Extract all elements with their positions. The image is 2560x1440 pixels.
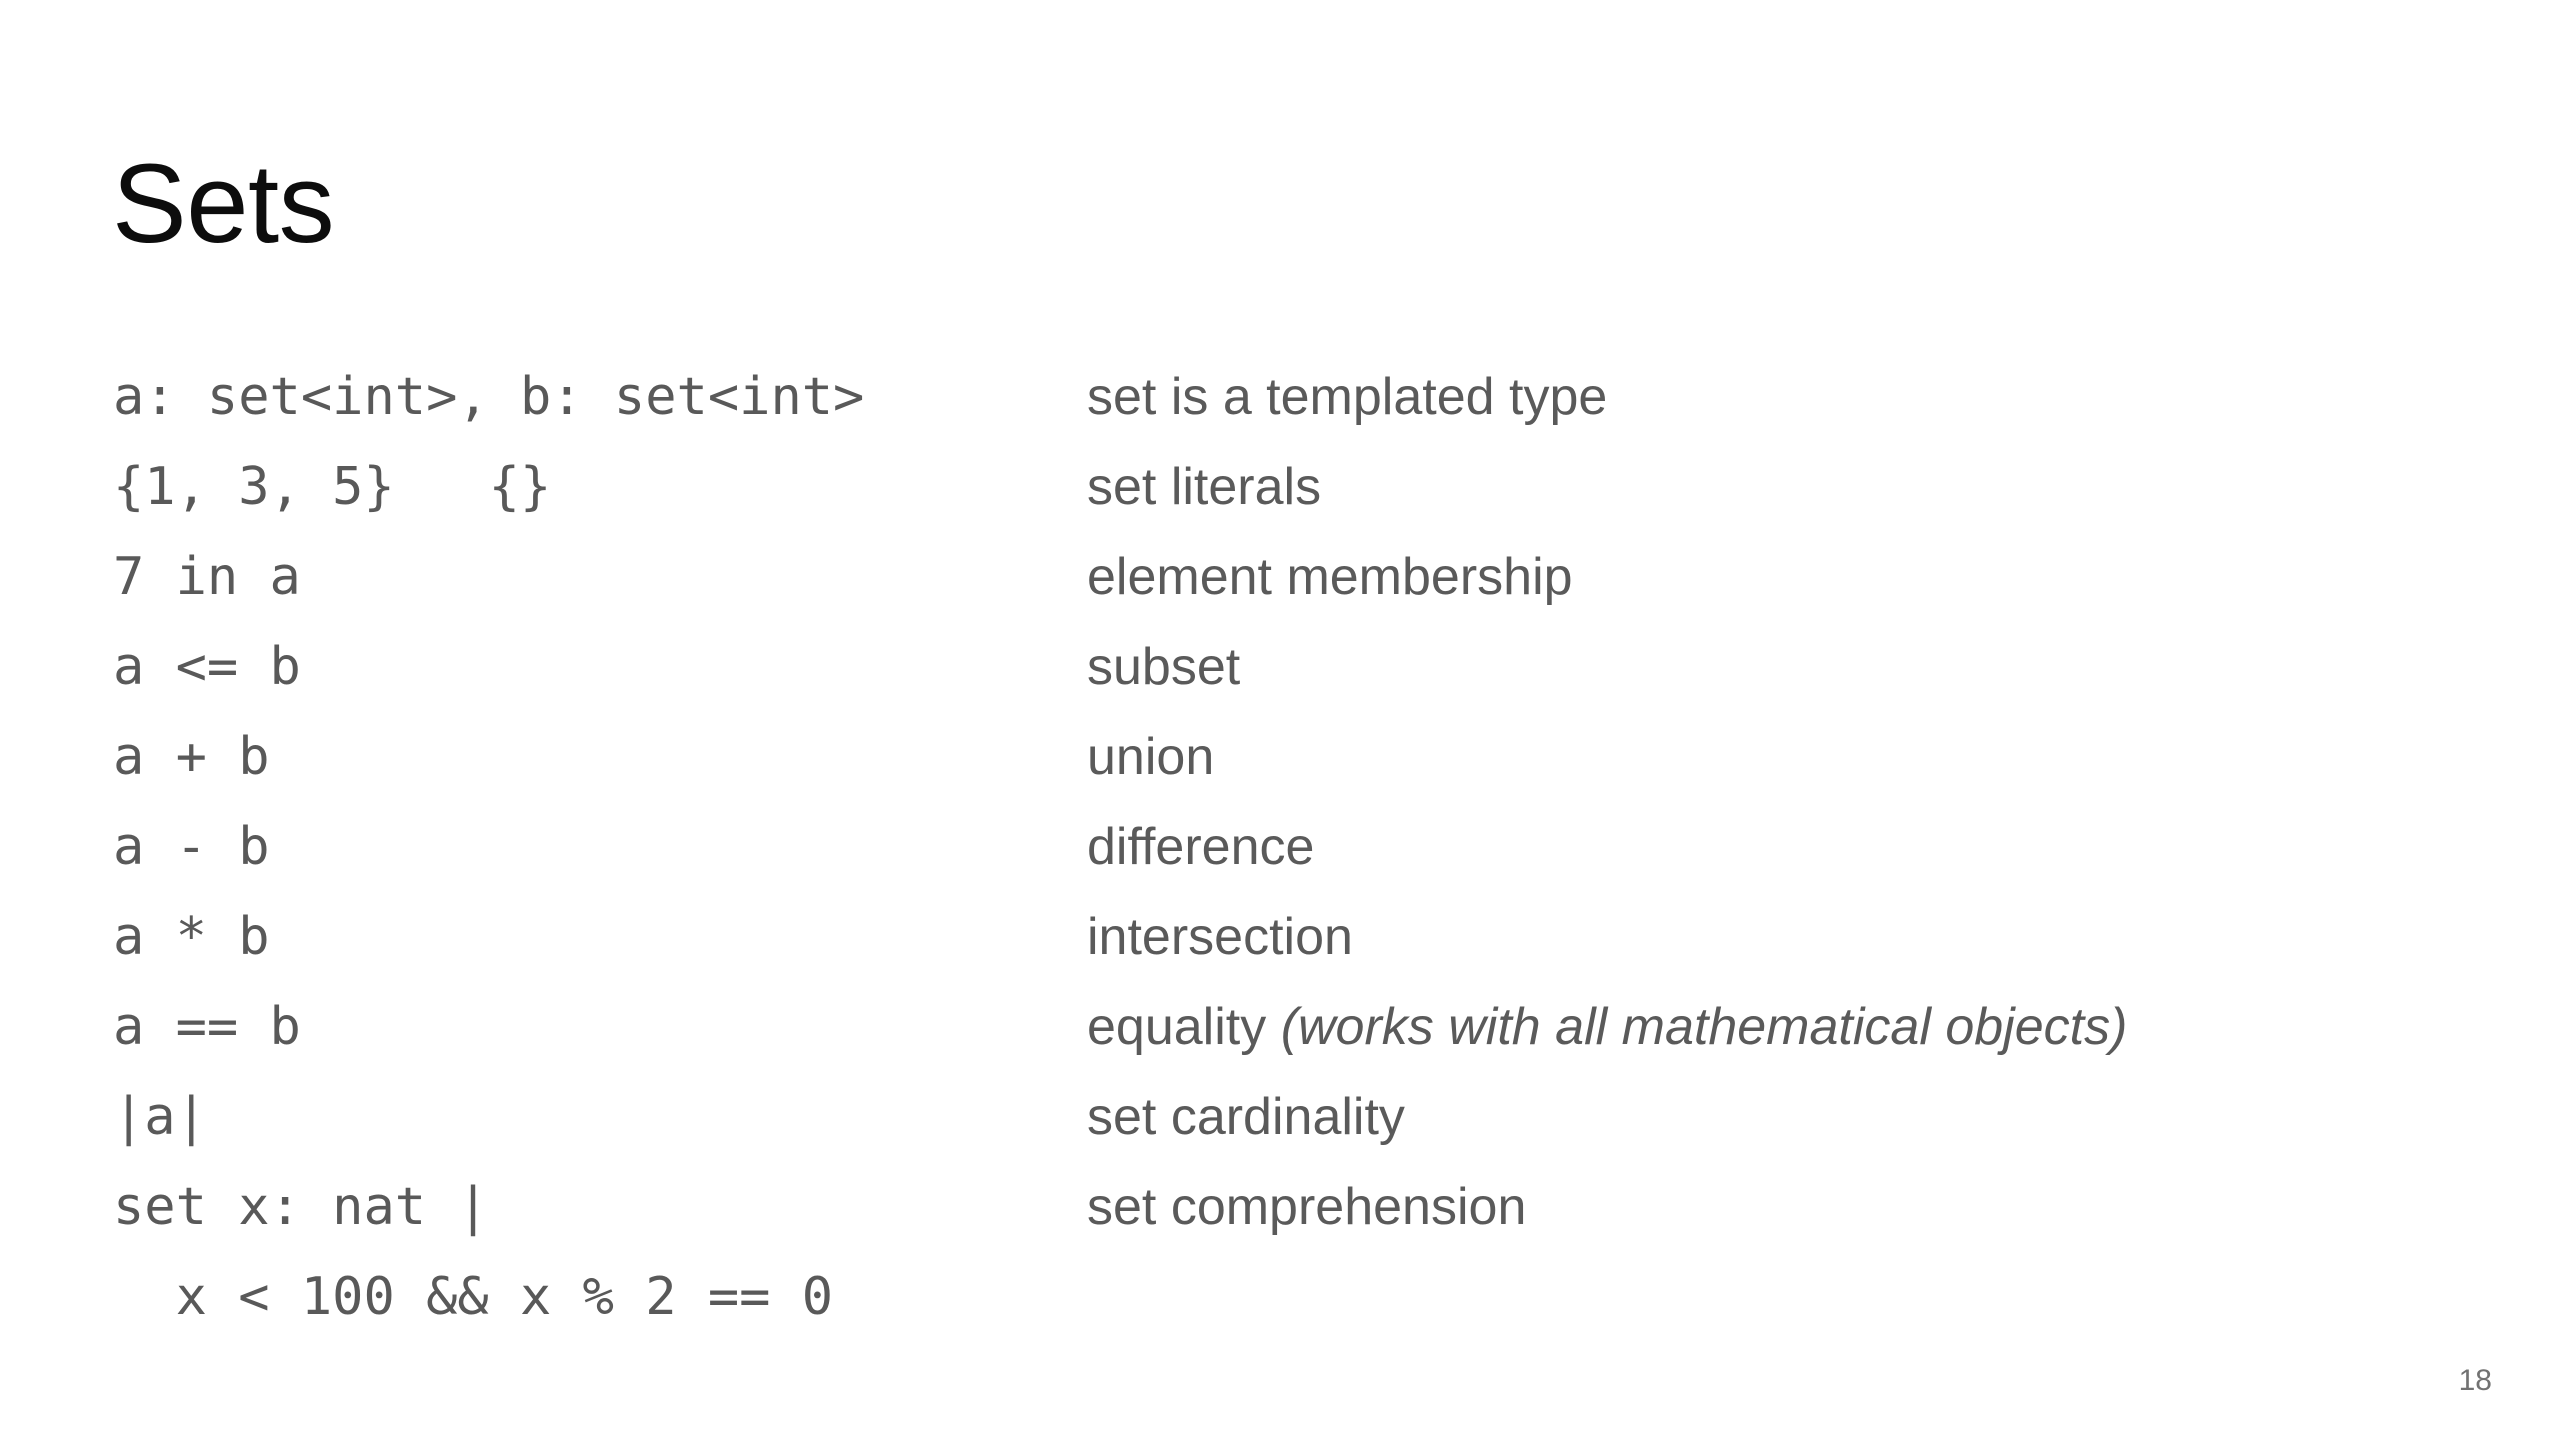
operation-description: union [1087,712,2443,802]
sets-operations-table: a: set<int>, b: set<int> set is a templat… [113,352,2443,1342]
page-title: Sets [112,141,335,266]
operation-description: subset [1087,622,2443,712]
code-expression: |a| [113,1087,207,1147]
table-row: |a| set cardinality [113,1072,2443,1162]
table-row: a - b difference [113,802,2443,892]
code-expression: a - b [113,817,270,877]
description-text: subset [1087,638,1241,696]
table-row: set x: nat | set comprehension [113,1162,2443,1252]
operation-description: element membership [1087,532,2443,622]
table-row: a <= b subset [113,622,2443,712]
table-row: x < 100 && x % 2 == 0 [113,1252,2443,1342]
code-expression: a * b [113,907,270,967]
page-number: 18 [2458,1364,2492,1397]
operation-description: difference [1087,802,2443,892]
table-row: a + b union [113,712,2443,802]
table-row: {1, 3, 5} {} set literals [113,442,2443,532]
operation-description: set cardinality [1087,1072,2443,1162]
code-expression: x < 100 && x % 2 == 0 [113,1267,834,1327]
operation-description: set literals [1087,442,2443,532]
operation-description: intersection [1087,892,2443,982]
operation-description: equality (works with all mathematical ob… [1087,982,2443,1072]
description-text: element membership [1087,548,1573,606]
code-expression: set x: nat | [113,1177,489,1237]
code-expression: {1, 3, 5} {} [113,457,552,517]
code-expression: a == b [113,997,301,1057]
code-expression: a + b [113,727,270,787]
code-expression: 7 in a [113,547,301,607]
description-text: union [1087,728,1215,786]
description-text: equality [1087,998,1281,1056]
description-text: set is a templated type [1087,368,1608,426]
operation-description: set is a templated type [1087,352,2443,442]
table-row: a * b intersection [113,892,2443,982]
description-text: set comprehension [1087,1178,1527,1236]
code-expression: a: set<int>, b: set<int> [113,367,865,427]
description-note: (works with all mathematical objects) [1280,998,2128,1056]
table-row: a == b equality (works with all mathemati… [113,982,2443,1072]
description-text: set literals [1087,458,1322,516]
code-expression: a <= b [113,637,301,697]
operation-description: set comprehension [1087,1162,2443,1252]
description-text: set cardinality [1087,1088,1405,1146]
description-text: difference [1087,818,1315,876]
description-text: intersection [1087,908,1353,966]
table-row: a: set<int>, b: set<int> set is a templat… [113,352,2443,442]
table-row: 7 in a element membership [113,532,2443,622]
